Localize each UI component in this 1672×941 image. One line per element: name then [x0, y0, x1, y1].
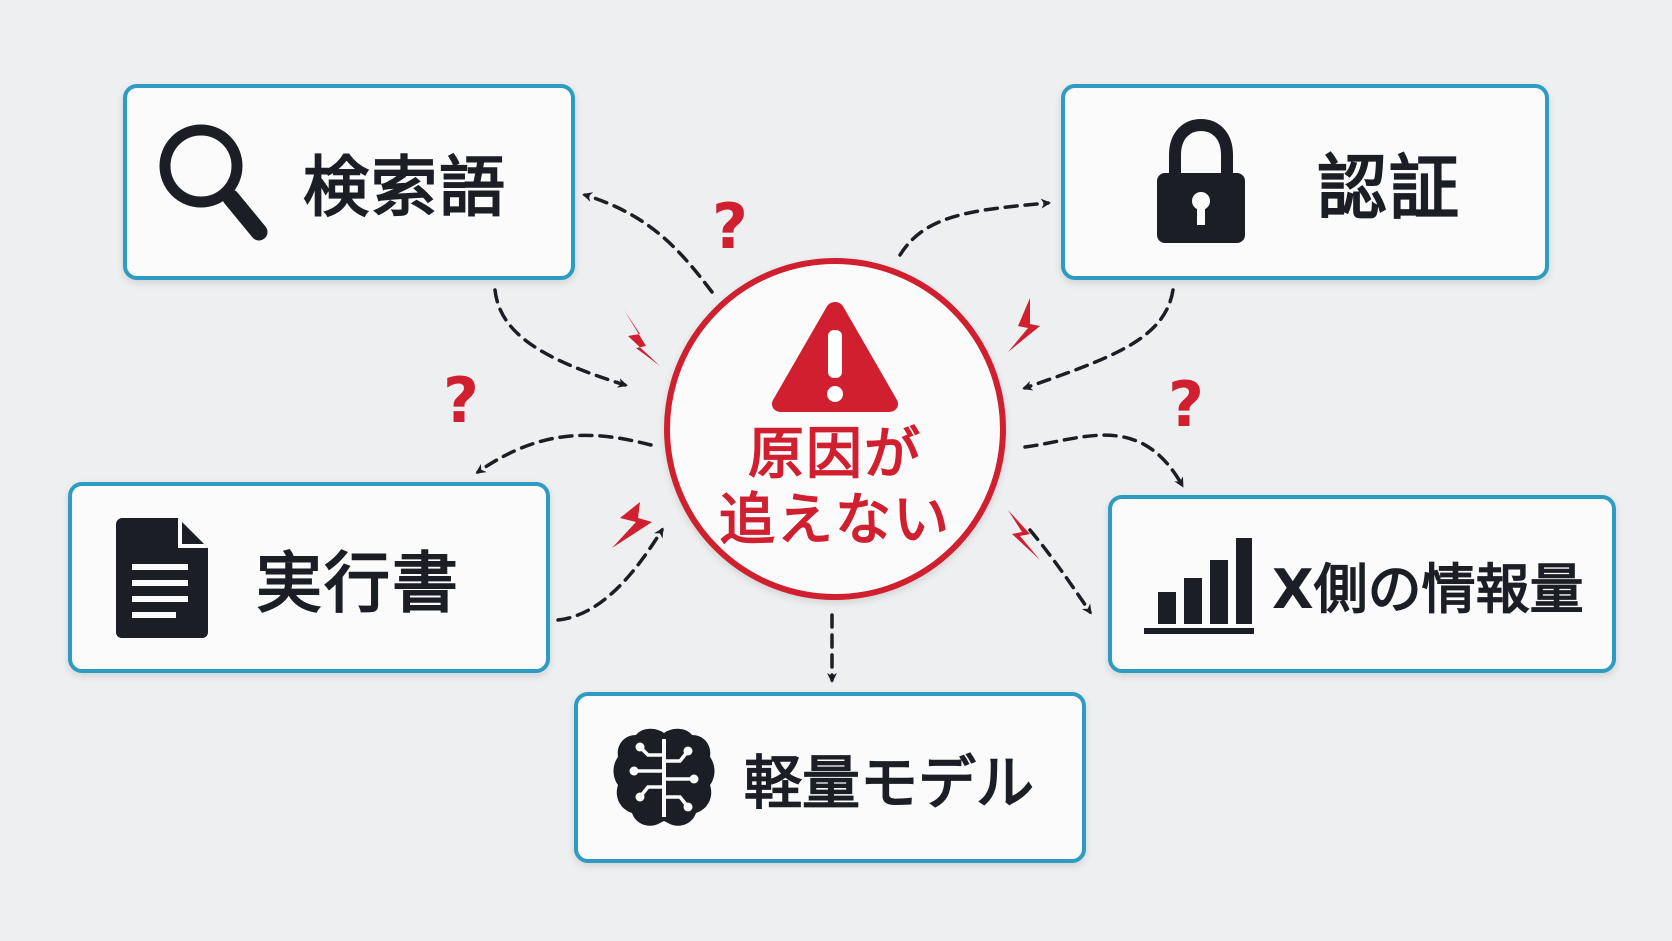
node-label: 軽量モデル — [744, 748, 1035, 817]
arrow-center-to-auth — [898, 198, 1051, 257]
node-authentication: 認証 — [1061, 84, 1549, 280]
lightning-icon — [612, 502, 652, 548]
node-label: X側の情報量 — [1272, 557, 1584, 621]
node-label: 検索語 — [303, 149, 507, 226]
arrow-runbook-to-center — [556, 527, 664, 622]
problem-text-line2: 追えない — [719, 488, 951, 553]
question-mark: ? — [712, 190, 748, 263]
brain-circuit-icon — [613, 728, 715, 826]
lightning-icon — [1008, 510, 1040, 560]
bar-chart-icon — [1144, 538, 1254, 634]
arrow-center-to-info-upper — [1023, 433, 1184, 488]
node-lightweight-model: 軽量モデル — [574, 692, 1086, 863]
magnifier-icon — [159, 124, 268, 241]
arrow-auth-to-center — [1022, 288, 1175, 391]
node-search-terms: 検索語 — [123, 84, 575, 280]
lightning-icon — [624, 310, 660, 366]
lightning-icon — [1008, 298, 1040, 352]
question-mark: ? — [443, 364, 479, 437]
problem-text-line1: 原因が — [748, 422, 922, 487]
arrow-center-to-runbook — [475, 433, 653, 474]
problem-text: 原因が 追えない — [670, 422, 1000, 554]
arrow-search-to-center — [493, 288, 628, 388]
arrow-center-to-search — [582, 192, 714, 294]
warning-triangle-icon — [771, 302, 899, 412]
node-x-side-info: X側の情報量 — [1108, 495, 1616, 673]
node-runbook: 実行書 — [68, 482, 550, 673]
question-mark: ? — [1168, 368, 1204, 441]
problem-hub: 原因が 追えない — [664, 258, 1006, 600]
document-icon — [116, 517, 208, 638]
node-label: 認証 — [1317, 146, 1461, 229]
padlock-icon — [1157, 119, 1245, 243]
arrow-center-to-info-lower — [1028, 528, 1092, 615]
node-label: 実行書 — [256, 544, 460, 622]
